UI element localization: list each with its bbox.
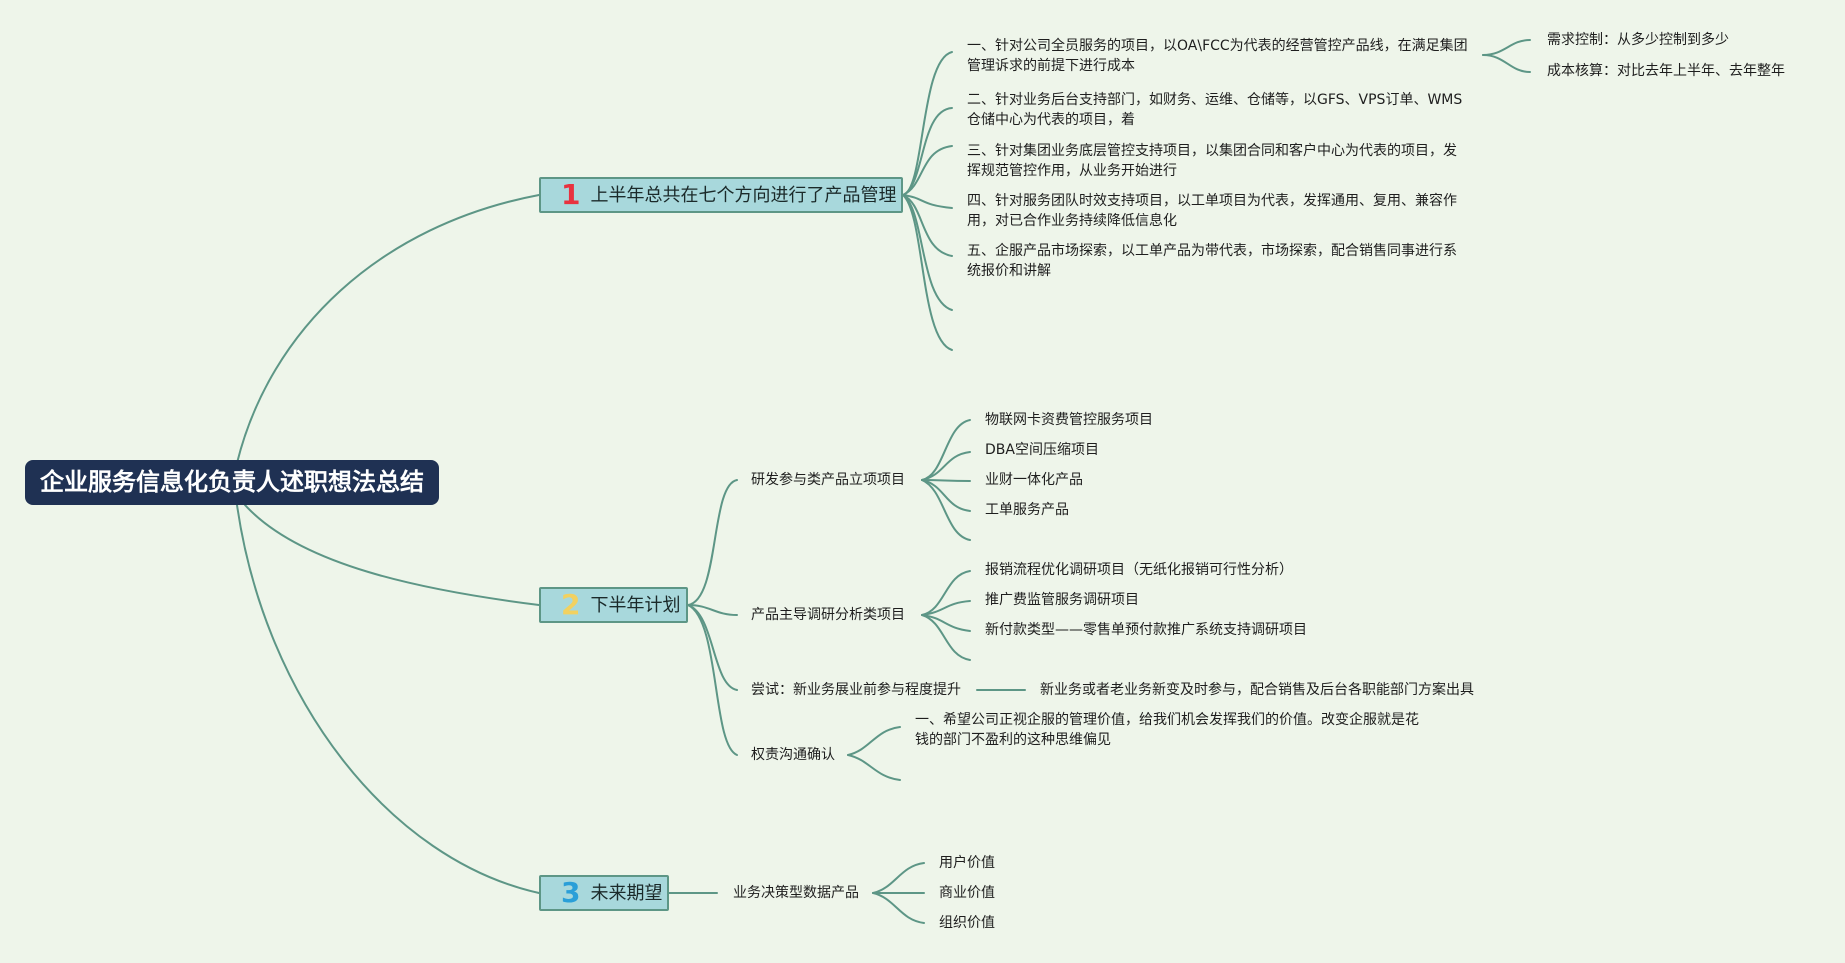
branch-3-group-1-item-3[interactable]: 组织价值 bbox=[939, 915, 995, 931]
branch-2-group-1-item-3[interactable]: 业财一体化产品 bbox=[985, 472, 1083, 488]
link-b2-g3 bbox=[687, 604, 738, 691]
link-g2-i1 bbox=[921, 570, 971, 616]
branch-2-group-1-item-4[interactable]: 工单服务产品 bbox=[985, 502, 1069, 518]
link-b2-g4 bbox=[687, 604, 738, 756]
branch-2-group-1[interactable]: 研发参与类产品立项项目 bbox=[751, 472, 905, 488]
branch-2-label: 下半年计划 bbox=[590, 595, 681, 616]
link-g2-i4 bbox=[921, 614, 971, 661]
link-g5-i3 bbox=[872, 892, 925, 924]
link-g4-i1 bbox=[847, 726, 901, 756]
branch-3-group-1-item-2[interactable]: 商业价值 bbox=[939, 885, 995, 901]
branch-2-group-2-item-1[interactable]: 报销流程优化调研项目（无纸化报销可行性分析） bbox=[985, 562, 1293, 578]
link-b2-g1 bbox=[687, 479, 738, 606]
branch-3-group-1[interactable]: 业务决策型数据产品 bbox=[733, 885, 859, 901]
branch-1-item-2[interactable]: 二、针对业务后台支持部门，如财务、运维、仓储等，以GFS、VPS订单、WMS仓储… bbox=[967, 92, 1463, 128]
link-g4-i2 bbox=[847, 754, 901, 781]
branch-1-item-1[interactable]: 一、针对公司全员服务的项目，以OA\FCC为代表的经营管控产品线，在满足集团管理… bbox=[967, 38, 1468, 74]
branch-1-label: 上半年总共在七个方向进行了产品管理 bbox=[590, 185, 897, 206]
branch-1-item-4[interactable]: 四、针对服务团队时效支持项目，以工单项目为代表，发挥通用、复用、兼容作用，对已合… bbox=[967, 193, 1457, 229]
branch-2-group-1-item-2[interactable]: DBA空间压缩项目 bbox=[985, 442, 1099, 458]
link-g2-i2 bbox=[921, 600, 971, 616]
link-b1-i3 bbox=[902, 145, 953, 196]
number-2-icon: 2 bbox=[561, 588, 581, 621]
link-g1-i4 bbox=[921, 479, 971, 512]
link-b1-i7 bbox=[902, 194, 953, 351]
branch-1-subitem-1[interactable]: 需求控制：从多少控制到多少 bbox=[1547, 32, 1729, 48]
branch-2-group-4-item-1[interactable]: 一、希望公司正视企服的管理价值，给我们机会发挥我们的价值。改变企服就是花钱的部门… bbox=[915, 712, 1419, 748]
branch-3-group-1-item-1[interactable]: 用户价值 bbox=[939, 855, 995, 871]
branch-3-label: 未来期望 bbox=[590, 883, 663, 904]
link-g1-i1 bbox=[921, 419, 971, 481]
link-g1-i2 bbox=[921, 451, 971, 481]
branch-2-group-2-item-3[interactable]: 新付款类型——零售单预付款推广系统支持调研项目 bbox=[985, 622, 1307, 638]
branch-2-group-2[interactable]: 产品主导调研分析类项目 bbox=[751, 607, 905, 623]
branch-3-topic[interactable]: 3 未来期望 bbox=[539, 875, 669, 911]
branch-2-group-1-item-1[interactable]: 物联网卡资费管控服务项目 bbox=[985, 412, 1153, 428]
link-g1-i3 bbox=[921, 479, 971, 482]
link-b1-i1 bbox=[902, 51, 953, 196]
link-i1-s2 bbox=[1482, 54, 1531, 73]
link-b1-i5 bbox=[902, 194, 953, 257]
number-1-icon: 1 bbox=[561, 178, 581, 211]
link-b1-i2 bbox=[902, 107, 953, 196]
branch-1-subitem-2[interactable]: 成本核算：对比去年上半年、去年整年 bbox=[1547, 63, 1785, 79]
branch-2-group-2-item-2[interactable]: 推广费监管服务调研项目 bbox=[985, 592, 1139, 608]
link-b2-g2 bbox=[687, 604, 738, 616]
link-g5-i1 bbox=[872, 862, 925, 894]
link-i1-s1 bbox=[1482, 39, 1531, 56]
branch-2-group-3-item-1[interactable]: 新业务或者老业务新变及时参与，配合销售及后台各职能部门方案出具 bbox=[1040, 682, 1474, 698]
link-root-b2 bbox=[244, 504, 540, 606]
branch-1-topic[interactable]: 1 上半年总共在七个方向进行了产品管理 bbox=[539, 177, 903, 213]
branch-2-topic[interactable]: 2 下半年计划 bbox=[539, 587, 688, 623]
link-b1-i4 bbox=[902, 194, 953, 209]
link-g1-i5 bbox=[921, 479, 971, 541]
root-topic[interactable]: 企业服务信息化负责人述职想法总结 bbox=[25, 460, 439, 505]
branch-2-group-4[interactable]: 权责沟通确认 bbox=[751, 747, 835, 763]
link-root-b1 bbox=[236, 194, 540, 464]
branch-1-item-3[interactable]: 三、针对集团业务底层管控支持项目，以集团合同和客户中心为代表的项目，发挥规范管控… bbox=[967, 143, 1457, 179]
branch-1-item-5[interactable]: 五、企服产品市场探索，以工单产品为带代表，市场探索，配合销售同事进行系统报价和讲… bbox=[967, 243, 1457, 279]
branch-2-group-3[interactable]: 尝试：新业务展业前参与程度提升 bbox=[751, 682, 961, 698]
number-3-icon: 3 bbox=[561, 876, 581, 909]
link-root-b3 bbox=[236, 504, 540, 894]
link-g2-i3 bbox=[921, 614, 971, 632]
